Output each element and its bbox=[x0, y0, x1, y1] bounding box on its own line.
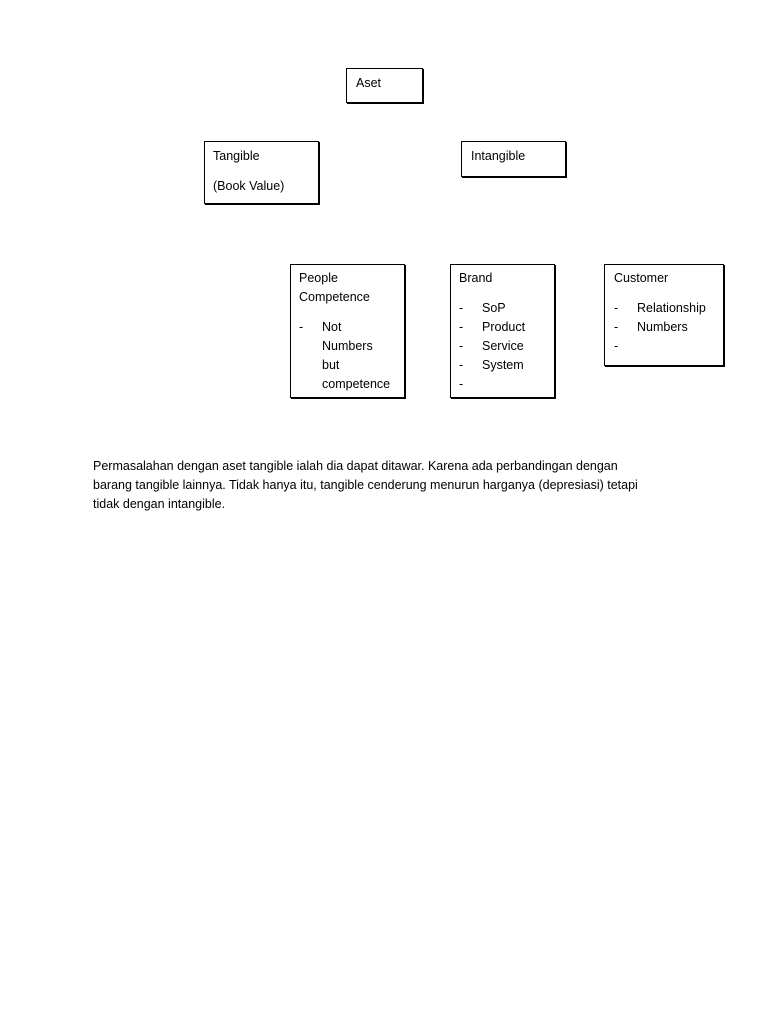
bullet-dash: - bbox=[459, 377, 464, 391]
customer-bullet-list: - Relationship - Numbers - bbox=[614, 299, 714, 356]
list-item: - bbox=[459, 375, 546, 394]
list-item: - Relationship bbox=[614, 299, 714, 318]
node-customer-label: Customer bbox=[614, 271, 669, 285]
bullet-dash: - bbox=[459, 339, 464, 353]
node-tangible: Tangible (Book Value) bbox=[204, 141, 319, 204]
paragraph-line: barang tangible lainnya. Tidak hanya itu… bbox=[93, 478, 638, 492]
bullet-text: Product bbox=[482, 320, 526, 334]
list-item: - Not Numbers but competence bbox=[299, 318, 396, 394]
node-intangible-label: Intangible bbox=[471, 149, 526, 163]
node-aset-label: Aset bbox=[356, 76, 382, 90]
list-item: - SoP bbox=[459, 299, 546, 318]
list-item: - Service bbox=[459, 337, 546, 356]
bullet-dash: - bbox=[299, 320, 304, 334]
list-item: - bbox=[614, 337, 714, 356]
bullet-text: Numbers bbox=[637, 320, 688, 334]
bullet-dash: - bbox=[459, 358, 464, 372]
bullet-text: competence bbox=[322, 377, 391, 391]
bullet-dash: - bbox=[459, 301, 464, 315]
bullet-dash: - bbox=[614, 320, 619, 334]
paragraph-line: tidak dengan intangible. bbox=[93, 497, 226, 511]
bullet-text: System bbox=[482, 358, 524, 372]
paragraph-line: Permasalahan dengan aset tangible ialah … bbox=[93, 459, 618, 473]
bullet-text: SoP bbox=[482, 301, 506, 315]
node-brand: Brand - SoP - Product - Service - System… bbox=[450, 264, 555, 398]
bullet-dash: - bbox=[614, 301, 619, 315]
node-brand-label: Brand bbox=[459, 271, 493, 285]
body-paragraph: Permasalahan dengan aset tangible ialah … bbox=[93, 457, 693, 514]
bullet-text: but bbox=[322, 358, 340, 372]
node-people-competence: People Competence - Not Numbers but comp… bbox=[290, 264, 405, 398]
node-people-label-line1: People bbox=[299, 271, 338, 285]
list-item: - Numbers bbox=[614, 318, 714, 337]
node-tangible-label: Tangible bbox=[213, 149, 260, 163]
node-tangible-note: (Book Value) bbox=[213, 179, 285, 193]
node-people-label-line2: Competence bbox=[299, 290, 370, 304]
bullet-text: Not bbox=[322, 320, 342, 334]
list-item: - Product bbox=[459, 318, 546, 337]
bullet-text: Relationship bbox=[637, 301, 706, 315]
bullet-dash: - bbox=[459, 320, 464, 334]
list-item: - System bbox=[459, 356, 546, 375]
node-customer: Customer - Relationship - Numbers - bbox=[604, 264, 724, 366]
bullet-text: Service bbox=[482, 339, 524, 353]
node-aset: Aset bbox=[346, 68, 423, 103]
brand-bullet-list: - SoP - Product - Service - System - bbox=[459, 299, 546, 394]
people-bullet-list: - Not Numbers but competence bbox=[299, 318, 396, 394]
bullet-dash: - bbox=[614, 339, 619, 353]
bullet-text: Numbers bbox=[322, 339, 373, 353]
node-intangible: Intangible bbox=[461, 141, 566, 177]
